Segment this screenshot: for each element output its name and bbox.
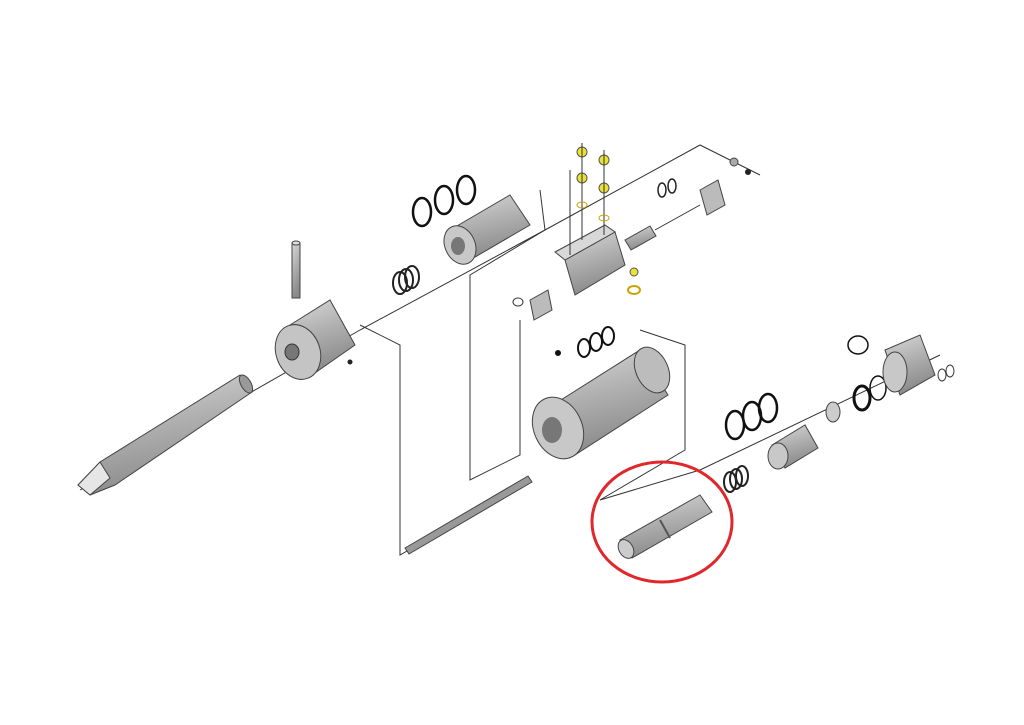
lower-bushing <box>767 424 819 470</box>
back-head <box>882 334 955 396</box>
seal-rings-lower <box>724 392 779 441</box>
side-plug <box>512 289 553 321</box>
valve-cap <box>657 157 751 216</box>
seal-rings-cylinder <box>555 326 615 358</box>
front-head <box>274 299 356 380</box>
retaining-pin <box>291 240 301 299</box>
buffer-spring <box>392 265 420 295</box>
washers <box>825 335 887 423</box>
tie-rod <box>404 475 533 555</box>
lower-spring <box>723 465 749 493</box>
yellow-fittings <box>576 143 641 295</box>
seal-rings-upper <box>411 174 477 228</box>
piston-highlight-circle <box>590 460 734 584</box>
leader-lines <box>79 144 941 556</box>
valve-spool <box>624 204 701 251</box>
main-cylinder <box>531 346 671 460</box>
chisel <box>77 374 254 496</box>
piston <box>617 494 713 559</box>
upper-bushing <box>443 194 531 265</box>
valve-block <box>554 170 626 296</box>
